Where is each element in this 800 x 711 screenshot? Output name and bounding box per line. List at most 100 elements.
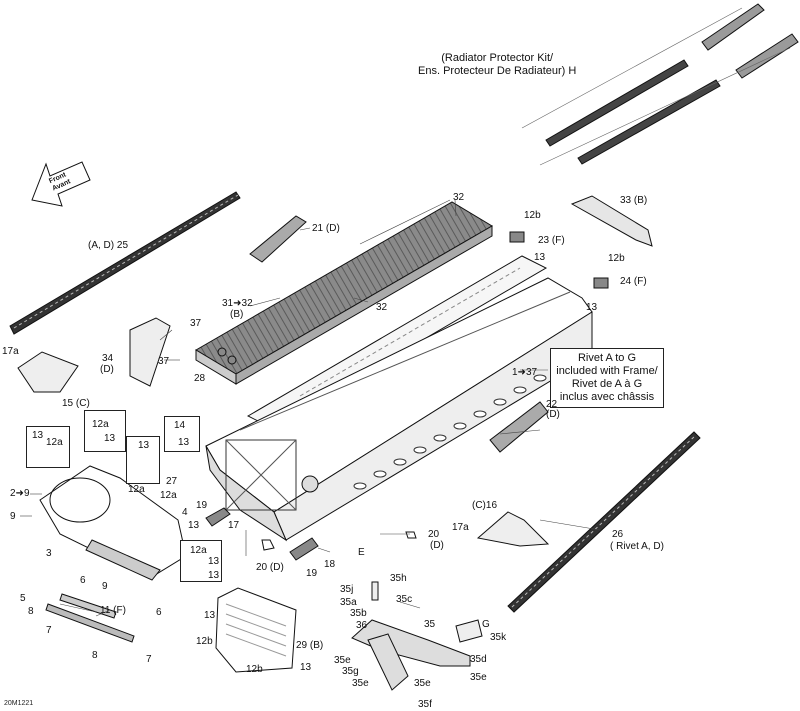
label-12a-e: 12a — [190, 545, 207, 556]
bracket-34 — [129, 317, 171, 387]
label-22-d: (D) — [546, 409, 560, 420]
clip-23 — [509, 231, 525, 243]
label-17a-b: 17a — [452, 522, 469, 533]
label-13-h: 13 — [208, 556, 220, 567]
rivet-note-line-4: inclus avec châssis — [559, 391, 655, 403]
label-15: 15 (C) — [62, 398, 90, 409]
label-26-b: ( Rivet A, D) — [610, 541, 664, 552]
label-32-top: 32 — [453, 192, 465, 203]
clip-24 — [593, 277, 609, 289]
label-17: 17 — [228, 520, 240, 531]
label-25: (A, D) 25 — [88, 240, 129, 251]
label-35b: 35b — [350, 608, 367, 619]
label-35a: 35a — [340, 597, 357, 608]
label-29: 29 (B) — [296, 640, 324, 651]
label-12a-d: 12a — [160, 490, 177, 501]
lower-rail-7 — [45, 593, 135, 643]
label-14: 14 — [174, 420, 186, 431]
label-21: 21 (D) — [312, 223, 340, 234]
label-35: 35 — [424, 619, 436, 630]
label-31: 31➜32 — [222, 298, 253, 309]
label-13-k: 13 — [300, 662, 312, 673]
label-35f: 35f — [418, 699, 432, 710]
slide-rail-25 — [9, 191, 241, 335]
hitch-35 — [351, 581, 483, 691]
label-35g: 35g — [342, 666, 359, 677]
small-part-18 — [289, 537, 319, 561]
label-35h: 35h — [390, 573, 407, 584]
label-12b-d: 12b — [246, 664, 263, 675]
small-part-17 — [205, 507, 231, 527]
label-13-d: 13 — [32, 430, 44, 441]
radiator-protector-kit — [521, 3, 799, 166]
front-bulkhead — [39, 465, 187, 581]
label-12a-b: 12a — [92, 419, 109, 430]
label-22: 22 — [546, 399, 558, 410]
label-12a-a: 12a — [46, 437, 63, 448]
rivet-note-line-3: Rivet de A à G — [571, 378, 643, 390]
label-9-b: 9 — [102, 581, 108, 592]
label-32-mid: 32 — [376, 302, 388, 313]
label-23: 23 (F) — [538, 235, 565, 246]
label-26: 26 — [612, 529, 624, 540]
label-35k: 35k — [490, 632, 507, 643]
label-13-c: 13 — [178, 437, 190, 448]
label-28: 28 — [194, 373, 206, 384]
label-34-d: (D) — [100, 364, 114, 375]
label-31-b: (B) — [230, 309, 244, 320]
label-19-b: 19 — [306, 568, 318, 579]
label-35j: 35j — [340, 584, 354, 595]
reference-code: 20M1221 — [4, 700, 34, 707]
label-8-a: 8 — [28, 606, 34, 617]
label-3: 3 — [46, 548, 52, 559]
label-6-a: 6 — [80, 575, 86, 586]
label-12b-b: 12b — [608, 253, 625, 264]
small-part-20a — [261, 539, 275, 551]
label-16: (C)16 — [472, 500, 498, 511]
label-13-e: 13 — [104, 433, 116, 444]
rivet-note-line-2: included with Frame/ — [556, 365, 658, 377]
label-12a-c: 12a — [128, 484, 145, 495]
rivet-note-box: Rivet A to G included with Frame/ Rivet … — [550, 348, 664, 408]
label-7-b: 7 — [146, 654, 152, 665]
label-1-37: 1➜37 — [512, 367, 538, 378]
label-4: 4 — [182, 507, 188, 518]
label-18: 18 — [324, 559, 336, 570]
slide-rail-26 — [507, 431, 701, 613]
detail-box-14-13 — [164, 416, 200, 452]
label-35e-c: 35e — [414, 678, 431, 689]
label-35c: 35c — [396, 594, 413, 605]
label-24: 24 (F) — [620, 276, 647, 287]
bracket-33 — [570, 195, 653, 247]
rivet-note-line-1: Rivet A to G — [577, 352, 637, 364]
label-37-a: 37 — [190, 318, 202, 329]
tunnel-frame — [205, 277, 593, 542]
label-13-j: 13 — [204, 610, 216, 621]
radiator-kit-line-1: (Radiator Protector Kit/ — [441, 52, 554, 64]
front-arrow-icon — [31, 161, 91, 207]
label-13-a: 13 — [534, 252, 546, 263]
label-6-b: 6 — [156, 607, 162, 618]
label-35e-d: 35e — [470, 672, 487, 683]
label-E: E — [358, 547, 365, 558]
radiator-protector-kit-label: (Radiator Protector Kit/ Ens. Protecteur… — [418, 52, 576, 78]
label-27: 27 — [166, 476, 178, 487]
small-part-20b — [405, 531, 417, 539]
label-37-b: 37 — [158, 356, 170, 367]
label-13-b: 13 — [586, 302, 598, 313]
label-35d: 35d — [470, 654, 487, 665]
radiator-kit-line-2: Ens. Protecteur De Radiateur) H — [418, 65, 577, 77]
label-12b-a: 12b — [524, 210, 541, 221]
detail-box-13-12a — [26, 426, 70, 468]
footrest-22 — [489, 401, 549, 453]
support-16 — [476, 511, 550, 547]
label-11: 11 (F) — [100, 605, 126, 616]
label-2-9: 2➜9 — [10, 488, 30, 499]
label-19-a: 19 — [196, 500, 208, 511]
label-9-a: 9 — [10, 511, 16, 522]
radiator-31 — [195, 201, 493, 385]
detail-box-12a-13-lower — [180, 540, 222, 582]
bracket-21 — [249, 215, 307, 263]
